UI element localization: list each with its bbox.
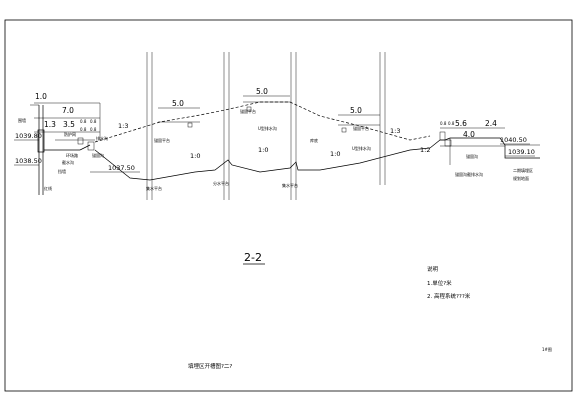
dim-left-0-8a: 0.8 xyxy=(80,119,87,124)
label-sump-3: 集水平台 xyxy=(282,182,298,188)
label-left-b: 防护网 xyxy=(64,131,76,137)
dim-right-5-6: 5.6 xyxy=(455,119,467,128)
dim-left-0-8b: 0.8 xyxy=(90,119,97,124)
dim-right-4-0: 4.0 xyxy=(463,130,475,139)
elev-left-bottom: 1038.50 xyxy=(15,157,42,165)
slope-right-small: 1:2 xyxy=(420,146,430,154)
elev-left-top: 1039.80 xyxy=(15,132,42,140)
dim-left-0-8c: 0.8 xyxy=(80,127,87,132)
dim-mid-5-0-a: 5.0 xyxy=(172,99,184,108)
dim-right-0-8b: 0.8 xyxy=(448,121,455,126)
label-left-e: 截水沟 xyxy=(62,159,74,165)
label-left-f: 挡墙 xyxy=(58,168,66,174)
label-bottom: 库底 xyxy=(310,137,318,143)
mid-dimension-lines xyxy=(158,95,380,116)
slope-bottom-2: 1:0 xyxy=(258,146,268,154)
dim-right-0-8a: 0.8 xyxy=(440,121,447,126)
notes-heading: 说明 xyxy=(427,265,439,273)
label-berm-1: 锚固平台 xyxy=(154,137,170,143)
label-right-d: 规划地面 xyxy=(513,175,529,181)
label-drain-2: U型排水沟 xyxy=(352,145,371,151)
left-dimension-lines xyxy=(34,102,101,140)
elev-left-inner: 1037.50 xyxy=(108,164,135,172)
label-sump-2: 分水平台 xyxy=(213,180,229,186)
break-lines xyxy=(146,52,386,200)
slope-bottom-3: 1:0 xyxy=(330,150,340,158)
corner-mark: 1#图 xyxy=(542,346,552,352)
left-structure xyxy=(30,104,95,195)
dim-right-2-4: 2.4 xyxy=(485,119,497,128)
label-right-a: 锚固沟 xyxy=(466,153,478,159)
label-left-g: 红线 xyxy=(44,185,52,191)
drawing-frame xyxy=(4,19,573,392)
elev-right-bottom: 1039.10 xyxy=(508,148,535,156)
label-right-b: 锚固沟截排水沟 xyxy=(455,171,483,177)
dim-left-1-0: 1.0 xyxy=(35,92,47,101)
label-right-c: 二期填埋区 xyxy=(513,167,533,173)
label-left-h: 锚固沟 xyxy=(92,152,104,158)
dim-mid-5-0-b: 5.0 xyxy=(256,87,268,96)
slope-bottom-1: 1:0 xyxy=(190,152,200,160)
dim-mid-5-0-c: 5.0 xyxy=(350,106,362,115)
label-left-d: 环场路 xyxy=(66,152,78,158)
label-berm-2: 锚固平台 xyxy=(240,108,256,114)
label-left-a: 围墙 xyxy=(18,117,26,123)
excavation-profile xyxy=(94,147,431,181)
right-dimension-lines xyxy=(440,127,505,147)
dashed-fill-profile xyxy=(94,101,431,143)
elev-right-top: 1040.50 xyxy=(500,136,527,144)
notes-item-1: 1.单位?米 xyxy=(427,279,452,287)
berm-marks xyxy=(158,101,380,133)
label-left-c: 排水沟 xyxy=(96,135,108,141)
bottom-caption: 填埋区开槽图?二? xyxy=(188,362,232,370)
notes-item-2: 2. 高程系统???米 xyxy=(427,292,471,300)
slope-right: 1:3 xyxy=(390,127,400,135)
label-drain-1: U型排水沟 xyxy=(258,125,277,131)
slope-left: 1:3 xyxy=(118,122,128,130)
dim-left-0-8d: 0.8 xyxy=(90,127,97,132)
label-berm-3: 锚固平台 xyxy=(353,125,369,131)
elevation-leaders xyxy=(14,139,535,173)
dim-left-7-0: 7.0 xyxy=(62,106,74,115)
section-title: 2-2 xyxy=(244,251,262,264)
dim-left-3-5: 3.5 xyxy=(63,120,75,129)
dim-left-1-3: 1.3 xyxy=(44,120,56,129)
label-sump-1: 集水平台 xyxy=(146,185,162,191)
